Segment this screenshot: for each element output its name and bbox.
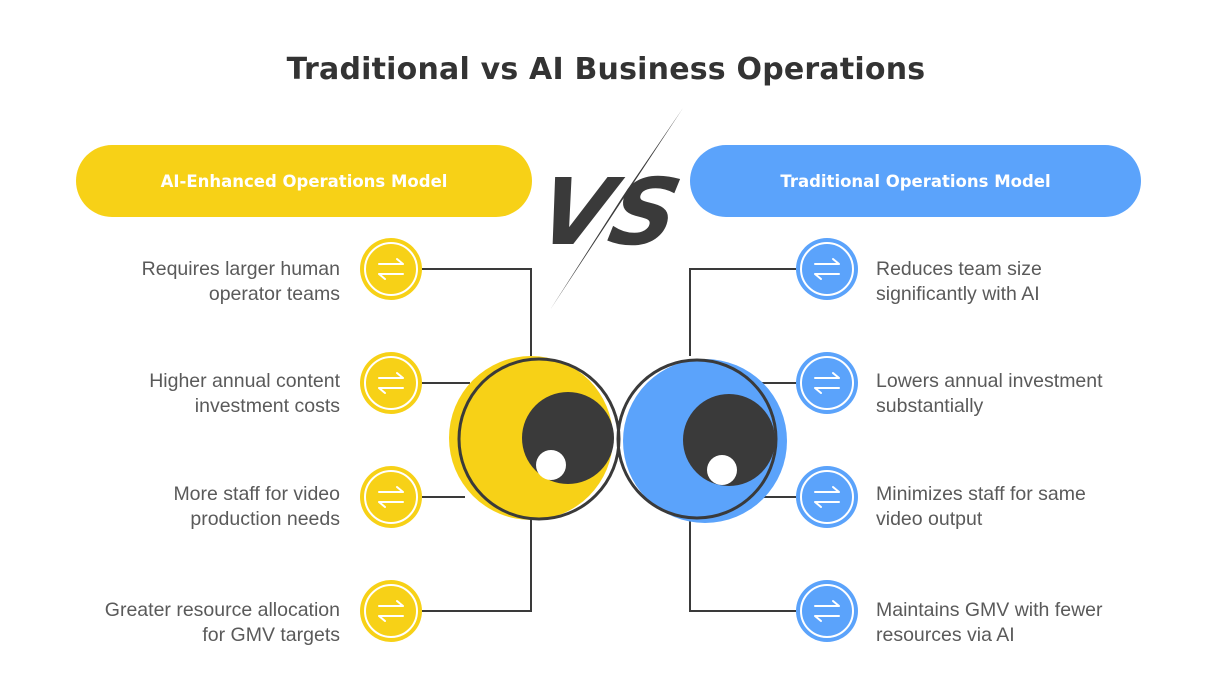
left-item: Higher annual content investment costs — [50, 369, 340, 419]
swap-arrows-icon — [796, 352, 858, 414]
ai-model-header: AI-Enhanced Operations Model — [76, 145, 532, 217]
right-item-line1: Reduces team size — [876, 258, 1042, 280]
left-item-line1: Requires larger human — [141, 258, 340, 280]
right-badges — [796, 238, 858, 642]
left-connectors — [422, 268, 532, 612]
lightning-slash — [550, 108, 683, 310]
left-item: More staff for video production needs — [50, 482, 340, 532]
swap-arrows-icon — [360, 580, 422, 642]
right-item: Reduces team size significantly with AI — [876, 257, 1166, 307]
ai-model-header-label: AI-Enhanced Operations Model — [160, 171, 448, 191]
left-item-line1: More staff for video — [173, 483, 340, 505]
vs-text: VS — [529, 159, 689, 266]
right-item: Minimizes staff for same video output — [876, 482, 1166, 532]
left-item-line2: operator teams — [208, 283, 340, 305]
blue-eye — [616, 358, 787, 523]
left-item-line2: for GMV targets — [202, 624, 340, 646]
right-item: Lowers annual investment substantially — [876, 369, 1166, 419]
right-item-line2: video output — [876, 508, 983, 530]
right-item-line1: Maintains GMV with fewer — [876, 599, 1103, 621]
page-title: Traditional vs AI Business Operations — [286, 52, 926, 87]
yellow-eye — [449, 356, 621, 521]
left-item-line1: Higher annual content — [149, 370, 340, 392]
left-item: Greater resource allocation for GMV targ… — [50, 598, 340, 648]
swap-arrows-icon — [796, 580, 858, 642]
swap-arrows-icon — [360, 466, 422, 528]
right-item-line1: Minimizes staff for same — [876, 483, 1086, 505]
vs-icon: VS — [529, 108, 689, 310]
right-item: Maintains GMV with fewer resources via A… — [876, 598, 1166, 648]
right-item-line2: significantly with AI — [876, 283, 1040, 305]
right-item-line2: resources via AI — [876, 624, 1015, 646]
left-item-line1: Greater resource allocation — [104, 599, 340, 621]
left-badges — [360, 238, 422, 642]
swap-arrows-icon — [360, 352, 422, 414]
traditional-model-header: Traditional Operations Model — [690, 145, 1141, 217]
left-item-line2: production needs — [190, 508, 340, 530]
swap-arrows-icon — [796, 466, 858, 528]
left-item-line2: investment costs — [194, 395, 340, 417]
right-item-line2: substantially — [876, 395, 984, 417]
traditional-model-header-label: Traditional Operations Model — [780, 171, 1051, 191]
swap-arrows-icon — [796, 238, 858, 300]
right-item-line1: Lowers annual investment — [876, 370, 1103, 392]
left-item: Requires larger human operator teams — [50, 257, 340, 307]
swap-arrows-icon — [360, 238, 422, 300]
